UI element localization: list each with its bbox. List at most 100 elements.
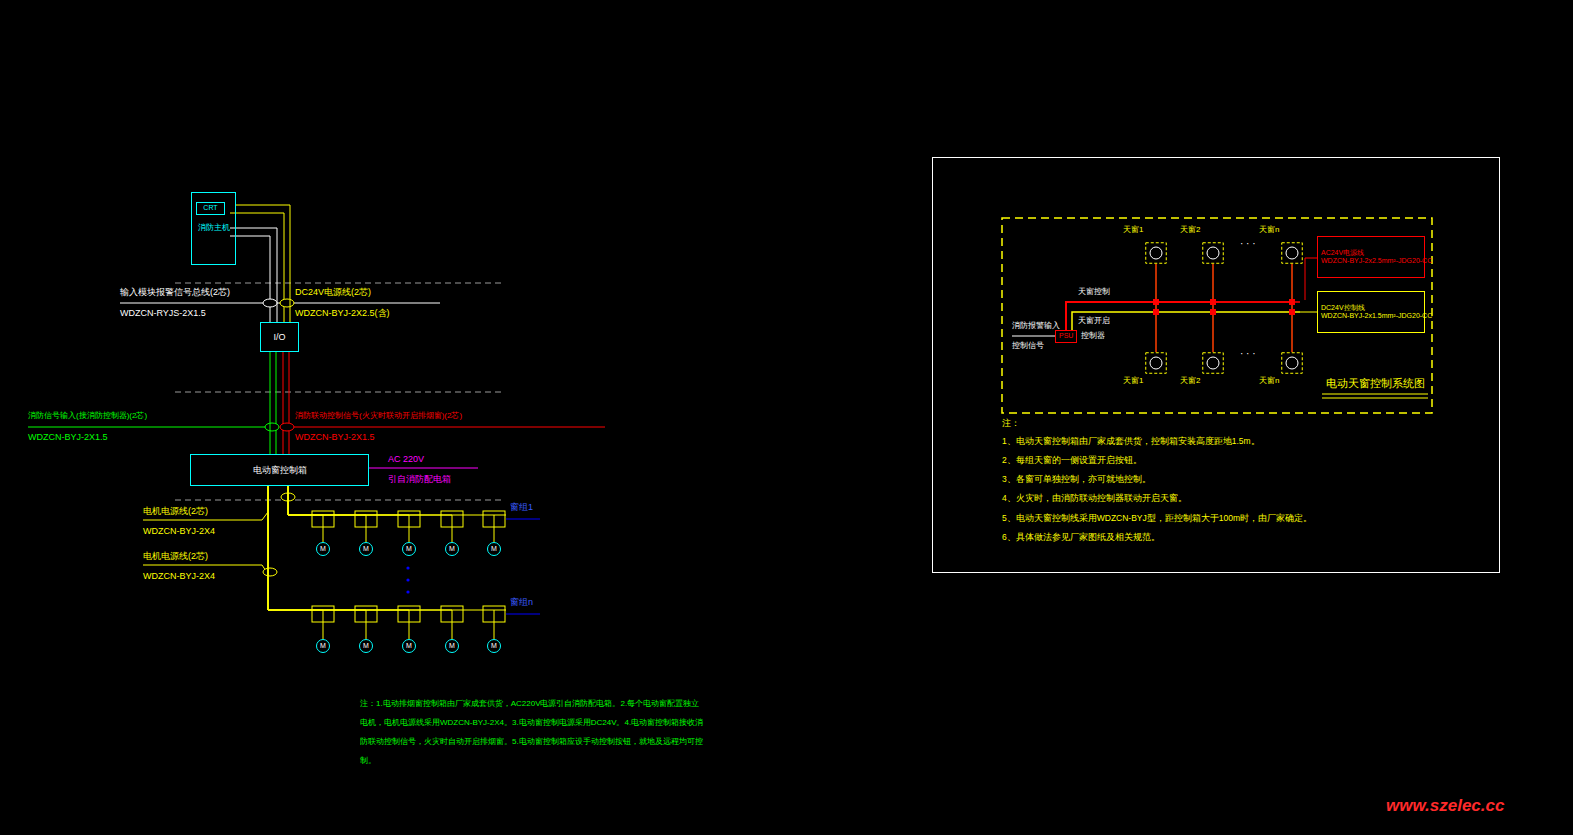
wire-connector <box>268 486 366 639</box>
window-bus <box>1300 312 1317 313</box>
motor-symbol: M <box>316 542 330 556</box>
annotation: 天窗控制 <box>1078 287 1110 297</box>
box-label: WDZCN-BYJ-2x1.5mm²-JDG20-CC <box>1321 312 1421 320</box>
annotation: 电机电源线(2芯) <box>143 551 208 562</box>
skylight-label: 天窗n <box>1259 225 1279 235</box>
continuation-dots <box>406 590 409 593</box>
wire-connector <box>1066 264 1292 330</box>
cable-callout: AC24V电源线WDZCN-BYJ-2x2.5mm²-JDG20-CC <box>1317 236 1425 278</box>
annotation: 6、具体做法参见厂家图纸及相关规范。 <box>1002 532 1160 542</box>
skylight-actuator <box>1150 357 1162 369</box>
motor-symbol: M <box>445 542 459 556</box>
cable-marker <box>263 299 277 307</box>
motor-symbol: M <box>487 542 501 556</box>
motor-symbol: M <box>402 639 416 653</box>
annotation: · · · <box>1240 348 1256 360</box>
box-label: 电动窗控制箱 <box>194 465 365 476</box>
box-label: 消防主机 <box>192 223 235 233</box>
wire-connector <box>1066 302 1292 352</box>
skylight-actuator <box>1207 247 1219 259</box>
motor-letter: M <box>491 545 497 553</box>
motor-symbol: M <box>359 542 373 556</box>
box-label: CRT <box>200 204 221 212</box>
annotation: · · · <box>1240 238 1256 250</box>
annotation: 注： <box>1002 418 1020 429</box>
signal-wire <box>28 427 268 428</box>
motor-symbol: M <box>402 542 416 556</box>
signal-wire <box>494 610 506 611</box>
skylight-outline <box>1281 352 1303 374</box>
signal-wire <box>369 468 478 469</box>
wire-connector <box>288 486 452 542</box>
annotation: 2、每组天窗的一侧设置开启按钮。 <box>1002 455 1142 465</box>
wire-connector <box>288 486 494 542</box>
annotation: 输入模块报警信号总线(2芯) <box>120 287 230 298</box>
annotation: 1、电动天窗控制箱由厂家成套供货，控制箱安装高度距地1.5m。 <box>1002 436 1260 446</box>
wire-connector <box>268 486 452 639</box>
cable-marker <box>280 423 294 431</box>
skylight-actuator <box>1286 247 1298 259</box>
skylight-outline <box>1202 242 1224 264</box>
continuation-dots <box>406 566 409 569</box>
skylight-symbol: 天窗1 <box>1145 242 1167 264</box>
annotation: WDZCN-BYJ-2X1.5 <box>295 432 375 443</box>
skylight-symbol: 天窗1 <box>1145 352 1167 374</box>
diagram-title: 电动天窗控制系统图 <box>1326 377 1425 390</box>
signal-wire <box>276 352 277 454</box>
annotation: 4、火灾时，由消防联动控制器联动开启天窗。 <box>1002 493 1187 503</box>
annotation: WDZCN-BYJ-2X4 <box>143 526 215 537</box>
annotation: 控制器 <box>1081 331 1105 341</box>
skylight-symbol: 天窗n <box>1281 352 1303 374</box>
box-label: DC24V控制线 <box>1321 304 1421 312</box>
screen-box: CRT <box>196 202 225 215</box>
annotation: 消防报警输入 <box>1012 321 1060 331</box>
motor-letter: M <box>491 642 497 650</box>
motor-symbol: M <box>316 639 330 653</box>
annotation: 引自消防配电箱 <box>388 474 451 485</box>
box-label: I/O <box>264 332 295 343</box>
box-label: AC24V电源线 <box>1321 249 1421 257</box>
skylight-symbol: 天窗2 <box>1202 352 1224 374</box>
annotation: 天窗开启 <box>1078 316 1110 326</box>
signal-wire <box>230 236 270 322</box>
annotation: 消防联动控制信号(火灾时联动开启排烟窗)(2芯) <box>295 411 462 421</box>
motor-letter: M <box>449 642 455 650</box>
annotation: WDZCN-BYJ-2X4 <box>143 571 215 582</box>
skylight-symbol: 天窗2 <box>1202 242 1224 264</box>
wire-connector <box>236 205 290 322</box>
watermark: www.szelec.cc <box>1386 796 1504 816</box>
title-underline <box>1322 394 1428 398</box>
annotation: 电机电源线(2芯) <box>143 506 208 517</box>
skylight-symbol: 天窗n <box>1281 242 1303 264</box>
control-box: 电动窗控制箱 <box>190 454 369 486</box>
signal-wire <box>283 352 284 454</box>
skylight-label: 天窗2 <box>1180 225 1200 235</box>
annotation: WDZCN-BYJ-2X2.5(含) <box>295 308 390 319</box>
skylight-label: 天窗1 <box>1123 225 1143 235</box>
zone-divider <box>175 392 505 393</box>
motor-letter: M <box>320 545 326 553</box>
annotation: 控制信号 <box>1012 341 1044 351</box>
skylight-actuator <box>1286 357 1298 369</box>
annotation: 3、各窗可单独控制，亦可就地控制。 <box>1002 474 1151 484</box>
signal-wire <box>289 352 290 454</box>
wire-connector <box>1066 302 1156 352</box>
io-module: I/O <box>260 322 299 352</box>
wire-connector <box>288 486 366 542</box>
drawing-frame <box>933 158 1500 573</box>
window-bus <box>1072 312 1300 330</box>
drawing-frame <box>933 158 1500 573</box>
signal-wire <box>506 519 540 520</box>
wire-connector <box>1066 264 1213 330</box>
window-bus <box>1012 336 1055 337</box>
skylight-frame <box>1203 243 1224 264</box>
signal-wire <box>494 515 506 516</box>
motor-symbol: M <box>359 639 373 653</box>
continuation-dots <box>406 578 409 581</box>
signal-wire <box>230 228 277 322</box>
skylight-frame <box>1203 353 1224 374</box>
annotation: WDZCN-RYJS-2X1.5 <box>120 308 206 319</box>
box-label: PSU <box>1059 332 1073 340</box>
